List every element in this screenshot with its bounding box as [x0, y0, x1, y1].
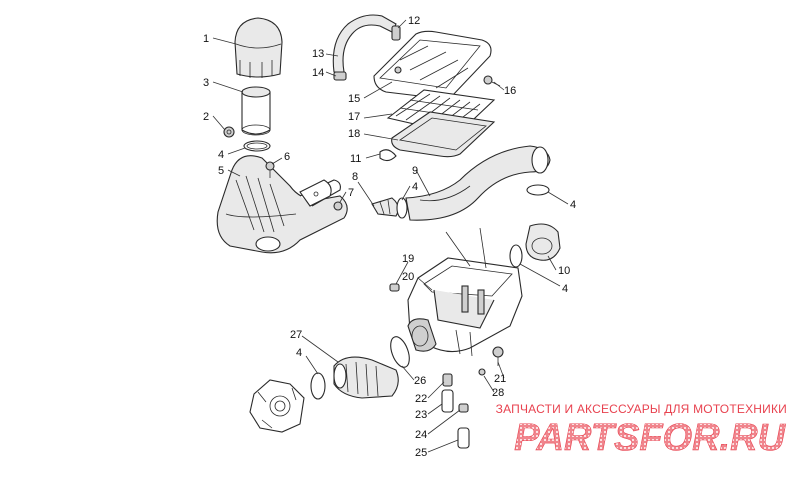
- callout-15: 15: [348, 93, 360, 105]
- part-20-airbox: [407, 227, 523, 357]
- part-23-plug: [441, 389, 454, 413]
- part-9-intake-hose: [405, 145, 551, 221]
- callout-14: 14: [312, 67, 324, 79]
- part-12-fitting: [391, 25, 401, 41]
- callout-8: 8: [352, 171, 358, 183]
- part-8-boot: [371, 197, 399, 217]
- svg-text:PARTSFOR.RU: PARTSFOR.RU: [514, 417, 786, 458]
- watermark-logo: PARTSFOR.RU: [514, 417, 787, 458]
- callout-28: 28: [492, 387, 504, 399]
- part-14-clamp: [333, 71, 347, 81]
- callout-4-lower: 4: [296, 347, 302, 359]
- callout-7: 7: [348, 187, 354, 199]
- callout-9: 9: [412, 165, 418, 177]
- part-4-clamp-elbow: [509, 244, 523, 268]
- part-15-airbox-cover: [373, 30, 492, 100]
- callout-5: 5: [218, 165, 224, 177]
- part-5-intake-manifold: [216, 155, 348, 254]
- callout-4-boot: 4: [412, 181, 418, 193]
- callout-17: 17: [348, 111, 360, 123]
- watermark-tagline: ЗАПЧАСТИ И АКСЕССУАРЫ ДЛЯ МОТОТЕХНИКИ: [495, 402, 787, 416]
- throttle-body: [249, 379, 305, 433]
- part-21-screw: [492, 346, 504, 366]
- part-11-clip: [379, 149, 397, 162]
- callout-4-elbow: 4: [562, 283, 568, 295]
- callout-20: 20: [402, 271, 414, 283]
- callout-1: 1: [203, 33, 209, 45]
- part-26-clamp: [390, 336, 410, 368]
- callout-21: 21: [494, 373, 506, 385]
- callout-27: 27: [290, 329, 302, 341]
- part-24-clamp: [458, 403, 469, 413]
- callout-19: 19: [402, 253, 414, 265]
- callout-2: 2: [203, 111, 209, 123]
- callout-10: 10: [558, 265, 570, 277]
- part-28-pin: [478, 368, 486, 376]
- callout-16: 16: [504, 85, 516, 97]
- part-1-prefilter-cap: [234, 17, 283, 78]
- callout-22: 22: [415, 393, 427, 405]
- callout-23: 23: [415, 409, 427, 421]
- callout-11: 11: [350, 153, 361, 165]
- part-10-elbow: [525, 223, 561, 261]
- part-7-nut: [333, 201, 343, 211]
- bracket-near-part-7: [299, 179, 332, 207]
- callout-25: 25: [415, 447, 427, 459]
- part-18-gasket: [391, 111, 496, 158]
- part-22-fitting: [442, 373, 453, 387]
- callout-4-right: 4: [570, 199, 576, 211]
- callout-24: 24: [415, 429, 427, 441]
- callout-6: 6: [284, 151, 290, 163]
- part-25-drain-tube: [457, 427, 470, 449]
- callout-labels: 1 2 3 4 4 4 4 4 5 6 7 8 9 10 11 12 13 14…: [203, 15, 576, 459]
- callout-18: 18: [348, 128, 360, 140]
- callout-3: 3: [203, 77, 209, 89]
- part-4-clamp-upper: [243, 140, 271, 152]
- part-19-clip: [389, 283, 400, 292]
- callout-4-upper: 4: [218, 149, 224, 161]
- watermark: ЗАПЧАСТИ И АКСЕССУАРЫ ДЛЯ МОТОТЕХНИКИ PA…: [487, 402, 787, 458]
- leader-lines: [212, 19, 569, 453]
- part-4-clamp-right: [526, 184, 550, 196]
- part-3-filter-element: [241, 86, 271, 136]
- callout-12: 12: [408, 15, 420, 27]
- callout-13: 13: [312, 48, 324, 60]
- part-27-intake-boot: [333, 356, 399, 399]
- part-2-nut: [223, 126, 235, 138]
- part-4-clamp-boot: [396, 197, 408, 219]
- part-4-clamp-lower: [310, 372, 326, 400]
- callout-26: 26: [414, 375, 426, 387]
